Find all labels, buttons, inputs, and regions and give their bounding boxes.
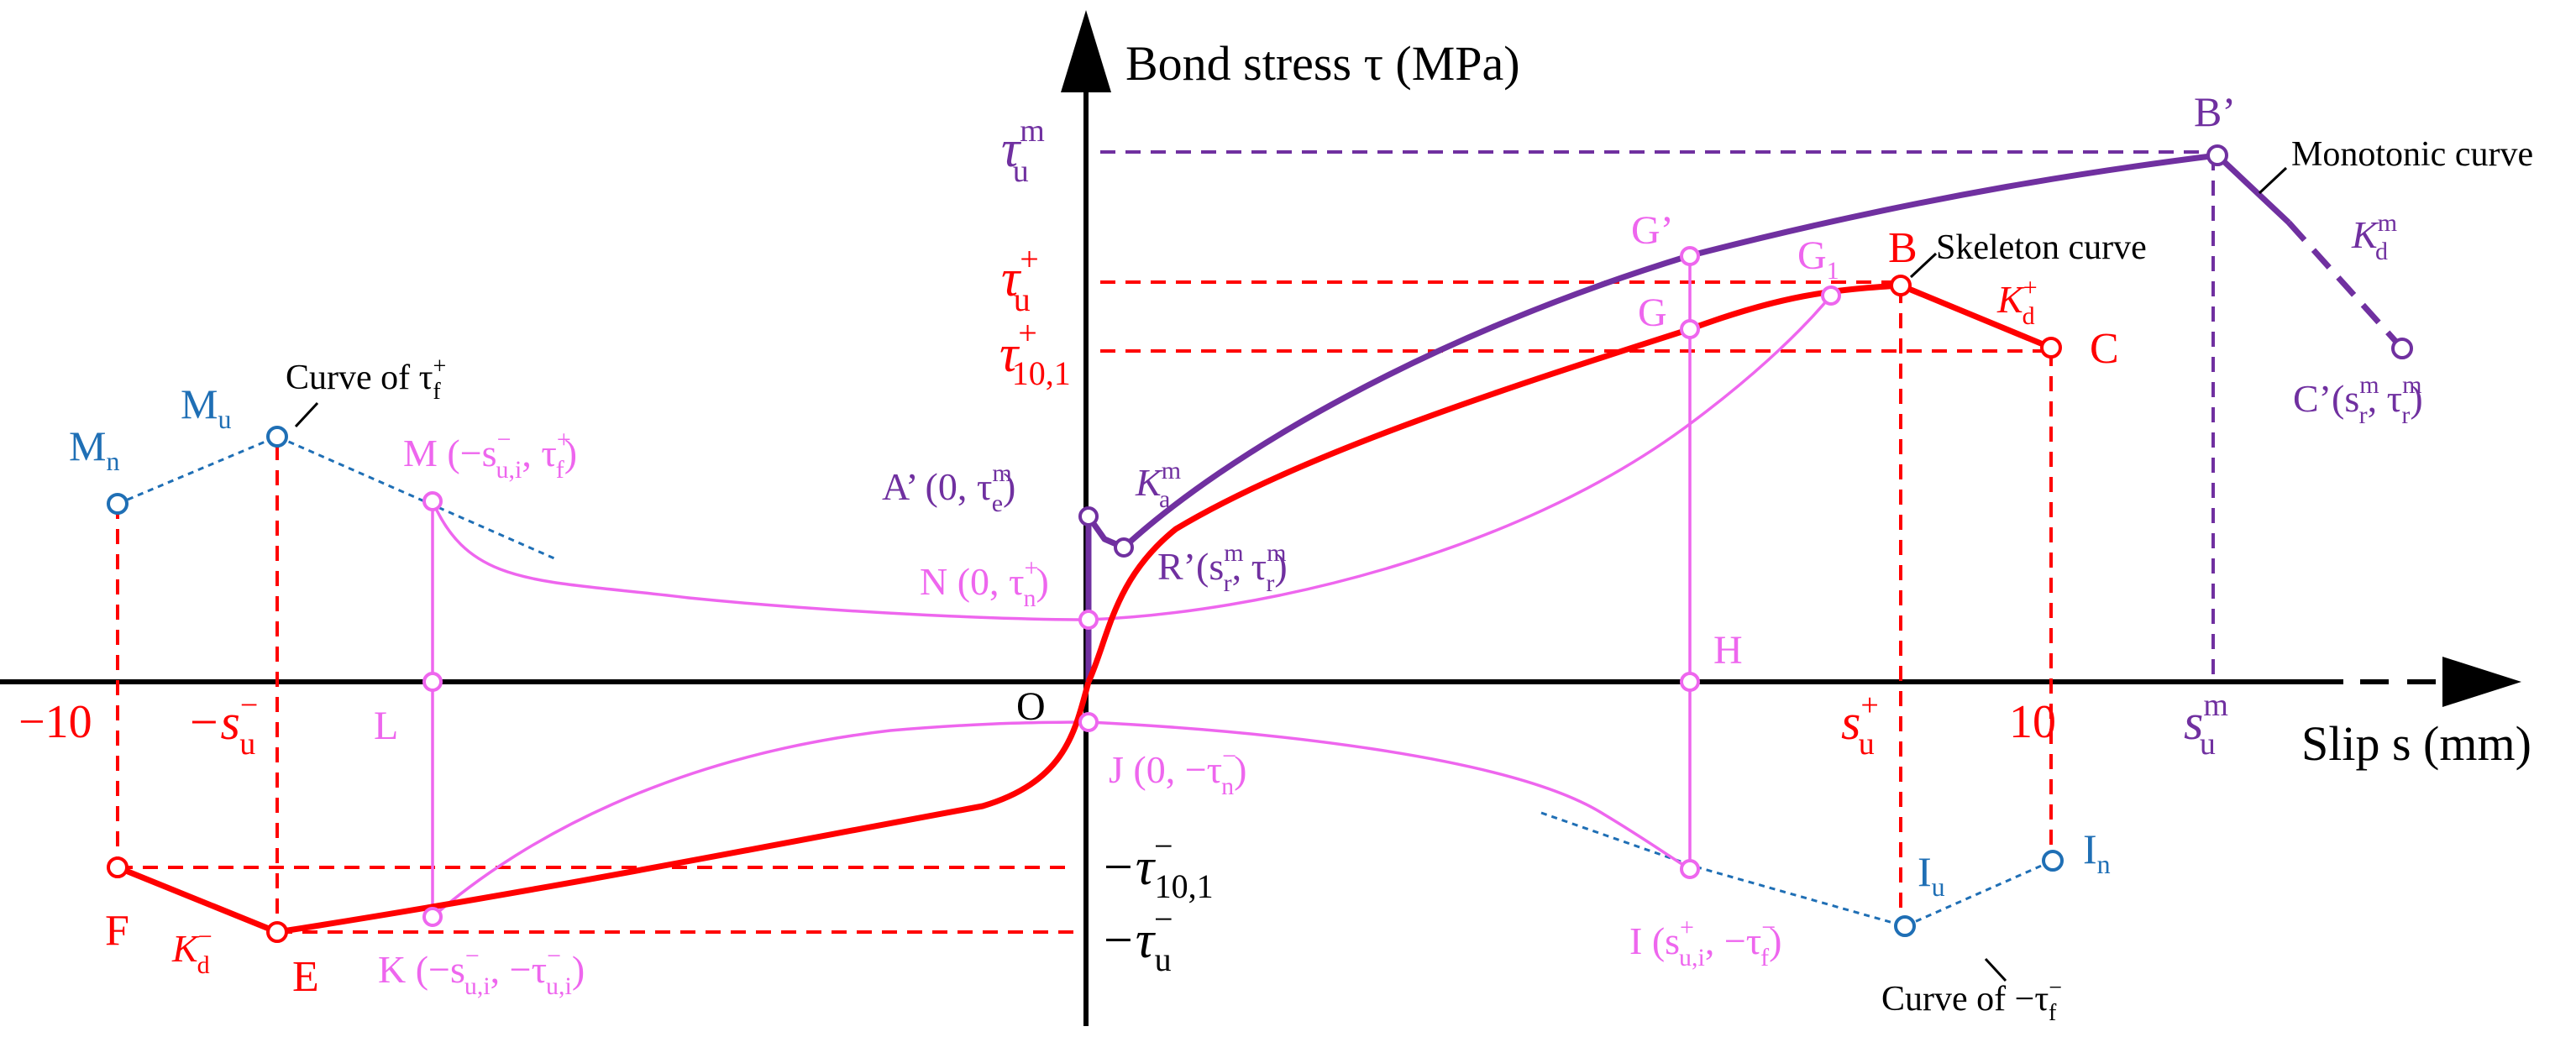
point-c	[2040, 337, 2062, 359]
label-c: C	[2090, 325, 2119, 373]
leader-curve-tf-pos	[294, 401, 319, 428]
annotation-curve-tf-pos: Curve of τ+f	[286, 354, 446, 405]
point-a-prime	[1078, 506, 1099, 526]
label-k-dp: K+d	[1996, 274, 2038, 330]
label-k: K (−s−u,i, −τ−u,i)	[378, 942, 585, 1000]
label-g1: G1	[1797, 233, 1839, 285]
label-iu: Iu	[1918, 848, 1945, 902]
label-i: I (s+u,i, −τ−f)	[1629, 914, 1782, 972]
point-h	[1680, 672, 1700, 692]
path-n-to-g1	[1088, 294, 1833, 621]
tick-pos-10: 10	[2009, 696, 2056, 748]
leader-skeleton	[1909, 252, 1938, 279]
annotation-curve-tf-neg: Curve of −τ−f	[1881, 975, 2062, 1026]
tick-neg-su: −s−u	[186, 688, 258, 762]
point-c-prime	[2391, 338, 2413, 359]
label-e: E	[292, 953, 319, 1001]
point-g-prime	[1680, 246, 1700, 266]
label-k-dn: K−d	[171, 923, 212, 979]
label-l: L	[374, 704, 398, 748]
point-l	[422, 672, 443, 692]
friction-curves	[117, 401, 2054, 982]
label-j: J (0, −τ−n)	[1109, 742, 1246, 800]
label-b: B	[1888, 224, 1918, 272]
y-axis-arrow	[1061, 10, 1111, 92]
curve-tf-pos	[117, 435, 555, 560]
unloading-paths	[431, 256, 1833, 919]
label-f: F	[105, 907, 129, 955]
x-axis-arrow	[2442, 657, 2521, 707]
label-mu: Mu	[181, 380, 231, 434]
tick-neg-tau-101: −τ−10,1	[1100, 827, 1214, 905]
point-i	[1680, 859, 1700, 879]
path-k-to-j	[431, 720, 1089, 919]
skeleton-positive-branch	[1085, 282, 2053, 683]
point-j	[1078, 712, 1099, 732]
point-m	[422, 491, 443, 511]
reference-lines	[116, 150, 2215, 934]
label-n: N (0, τ+n)	[920, 554, 1049, 612]
y-axis-label: Bond stress τ (MPa)	[1125, 36, 1520, 91]
tick-neg-10: −10	[18, 696, 92, 748]
tick-tau-101: τ+10,1	[999, 314, 1071, 392]
point-g	[1680, 319, 1700, 339]
point-f	[107, 856, 129, 878]
point-mu	[266, 426, 288, 448]
monotonic-curve	[1085, 152, 2405, 682]
curve-tf-neg	[1540, 811, 2054, 928]
label-m: M (−s−u,i, τ+f)	[403, 426, 577, 484]
point-in	[2042, 850, 2064, 872]
path-j-to-i	[1088, 720, 1691, 871]
point-k	[422, 907, 443, 927]
label-b-prime: B’	[2194, 88, 2236, 135]
point-mn	[107, 493, 129, 515]
annotation-skeleton: Skeleton curve	[1936, 228, 2147, 267]
tick-tau-up: τ+u	[1001, 240, 1039, 318]
skeleton-negative-branch	[116, 681, 1092, 935]
label-g: G	[1638, 291, 1667, 335]
leader-monotonic	[2258, 166, 2288, 195]
mono-descending-dashed	[2286, 220, 2405, 351]
leader-curve-tf-neg	[1984, 957, 2007, 982]
point-iu	[1894, 915, 1916, 937]
tick-pos-su: s+u	[1841, 688, 1879, 762]
annotation-monotonic: Monotonic curve	[2291, 135, 2533, 174]
label-mn: Mn	[69, 422, 119, 476]
point-g1	[1821, 285, 1841, 306]
point-e	[266, 921, 288, 943]
label-h: H	[1713, 628, 1743, 673]
point-b-prime	[2206, 144, 2228, 166]
key-points	[107, 144, 2413, 943]
annotations: Monotonic curve Skeleton curve Curve of …	[286, 135, 2533, 1026]
point-n	[1078, 610, 1099, 630]
point-b	[1890, 275, 1912, 296]
label-g-prime: G’	[1631, 208, 1674, 253]
mono-descending-solid	[2215, 153, 2291, 225]
skeleton-curve	[116, 166, 2288, 935]
path-m-to-n	[431, 500, 1089, 621]
label-in: In	[2083, 825, 2111, 879]
x-axis-label: Slip s (mm)	[2301, 716, 2531, 771]
tick-neg-tau-u: −τ−u	[1100, 900, 1173, 978]
point-r-prime	[1114, 537, 1134, 558]
